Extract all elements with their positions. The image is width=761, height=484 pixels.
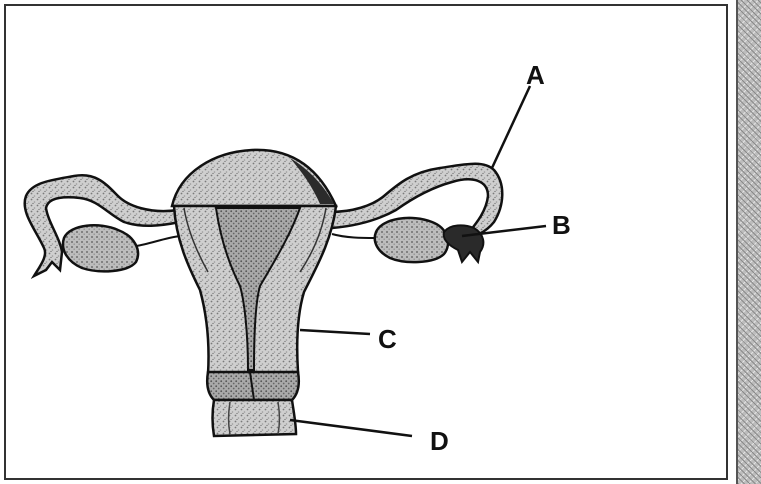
left-ovarian-ligament bbox=[136, 236, 180, 246]
leader-line-c bbox=[300, 330, 370, 334]
label-b: B bbox=[552, 210, 571, 240]
right-fimbriae bbox=[444, 225, 484, 262]
label-a: A bbox=[526, 60, 545, 90]
vagina bbox=[213, 400, 297, 436]
leader-line-a bbox=[492, 86, 530, 168]
label-d: D bbox=[430, 426, 449, 456]
left-ovary bbox=[63, 225, 138, 271]
label-c: C bbox=[378, 324, 397, 354]
leader-line-d bbox=[290, 420, 412, 436]
right-ovarian-ligament bbox=[332, 234, 376, 238]
right-ovary bbox=[375, 218, 448, 262]
